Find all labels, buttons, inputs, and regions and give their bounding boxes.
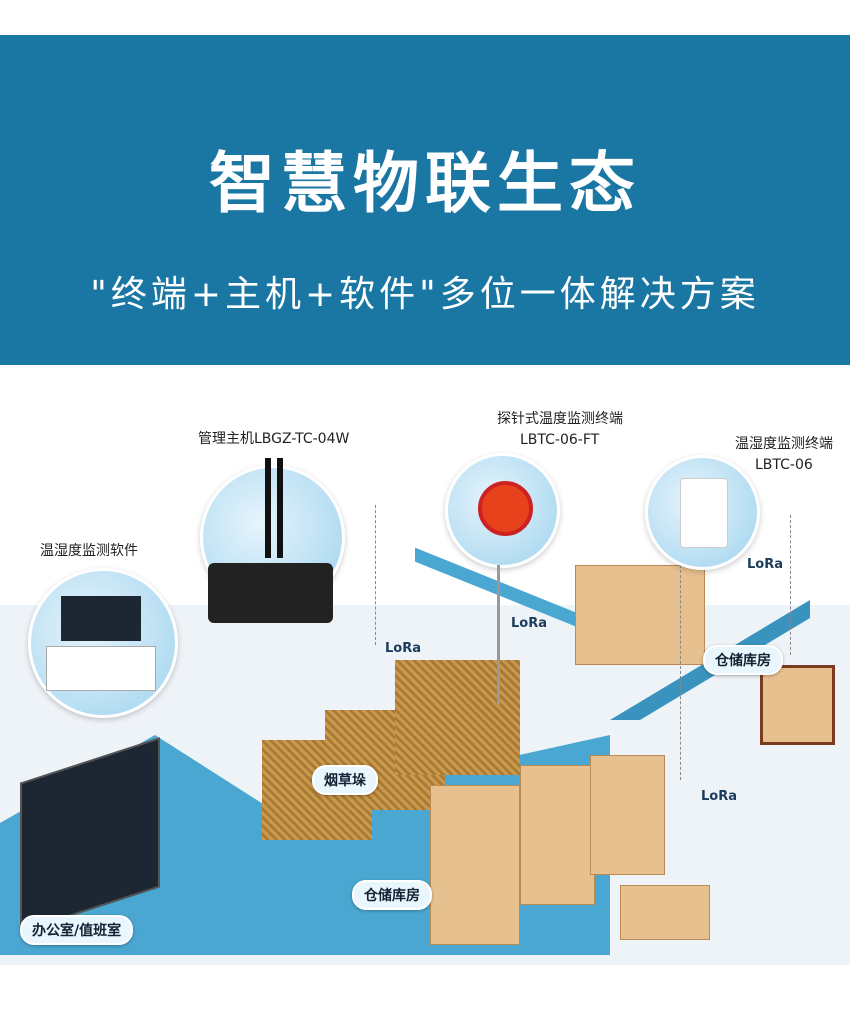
link-line [375,505,376,645]
laptop [46,646,156,691]
antenna-icon [277,458,283,558]
host-device-circle [200,458,345,623]
warehouse-label: 仓储库房 [703,645,783,675]
header-banner: 智慧物联生态 "终端+主机+软件"多位一体解决方案 [0,35,850,365]
software-caption: 温湿度监测软件 [40,543,138,559]
tobacco-bale [395,660,520,775]
th-caption: 温湿度监测终端 [735,436,833,452]
shelf [760,665,835,745]
lora-icon: LoRa [511,616,547,631]
monitor [61,596,141,641]
tobacco-label: 烟草垛 [312,765,378,795]
cargo-pallet [575,565,705,665]
probe-caption: 探针式温度监测终端 [497,411,623,427]
iot-scene-illustration: 管理主机LBGZ-TC-04W 探针式温度监测终端 LBTC-06-FT 温湿度… [0,365,850,965]
lora-icon: LoRa [747,557,783,572]
office-label: 办公室/值班室 [20,915,134,945]
cargo-pallet [430,785,520,945]
link-line [680,565,681,780]
host-caption: 管理主机LBGZ-TC-04W [198,431,350,447]
lora-icon: LoRa [701,789,737,804]
warehouse-label: 仓储库房 [352,880,432,910]
cargo-pallet [590,755,665,875]
probe-device-circle [445,453,560,568]
antenna-icon [265,458,271,558]
software-circle [28,568,178,718]
lora-icon: LoRa [385,641,421,656]
th-device-circle [645,455,760,570]
th-sensor [680,478,728,548]
th-model: LBTC-06 [755,457,813,473]
probe-rod [497,565,500,705]
host-device [208,563,333,623]
page-subtitle: "终端+主机+软件"多位一体解决方案 [90,274,760,315]
link-line [790,515,791,655]
probe-model: LBTC-06-FT [520,432,600,448]
cargo-pallet [620,885,710,940]
cargo-pallet [520,765,595,905]
probe-sensor [478,481,533,536]
page-title: 智慧物联生态 [209,145,641,222]
